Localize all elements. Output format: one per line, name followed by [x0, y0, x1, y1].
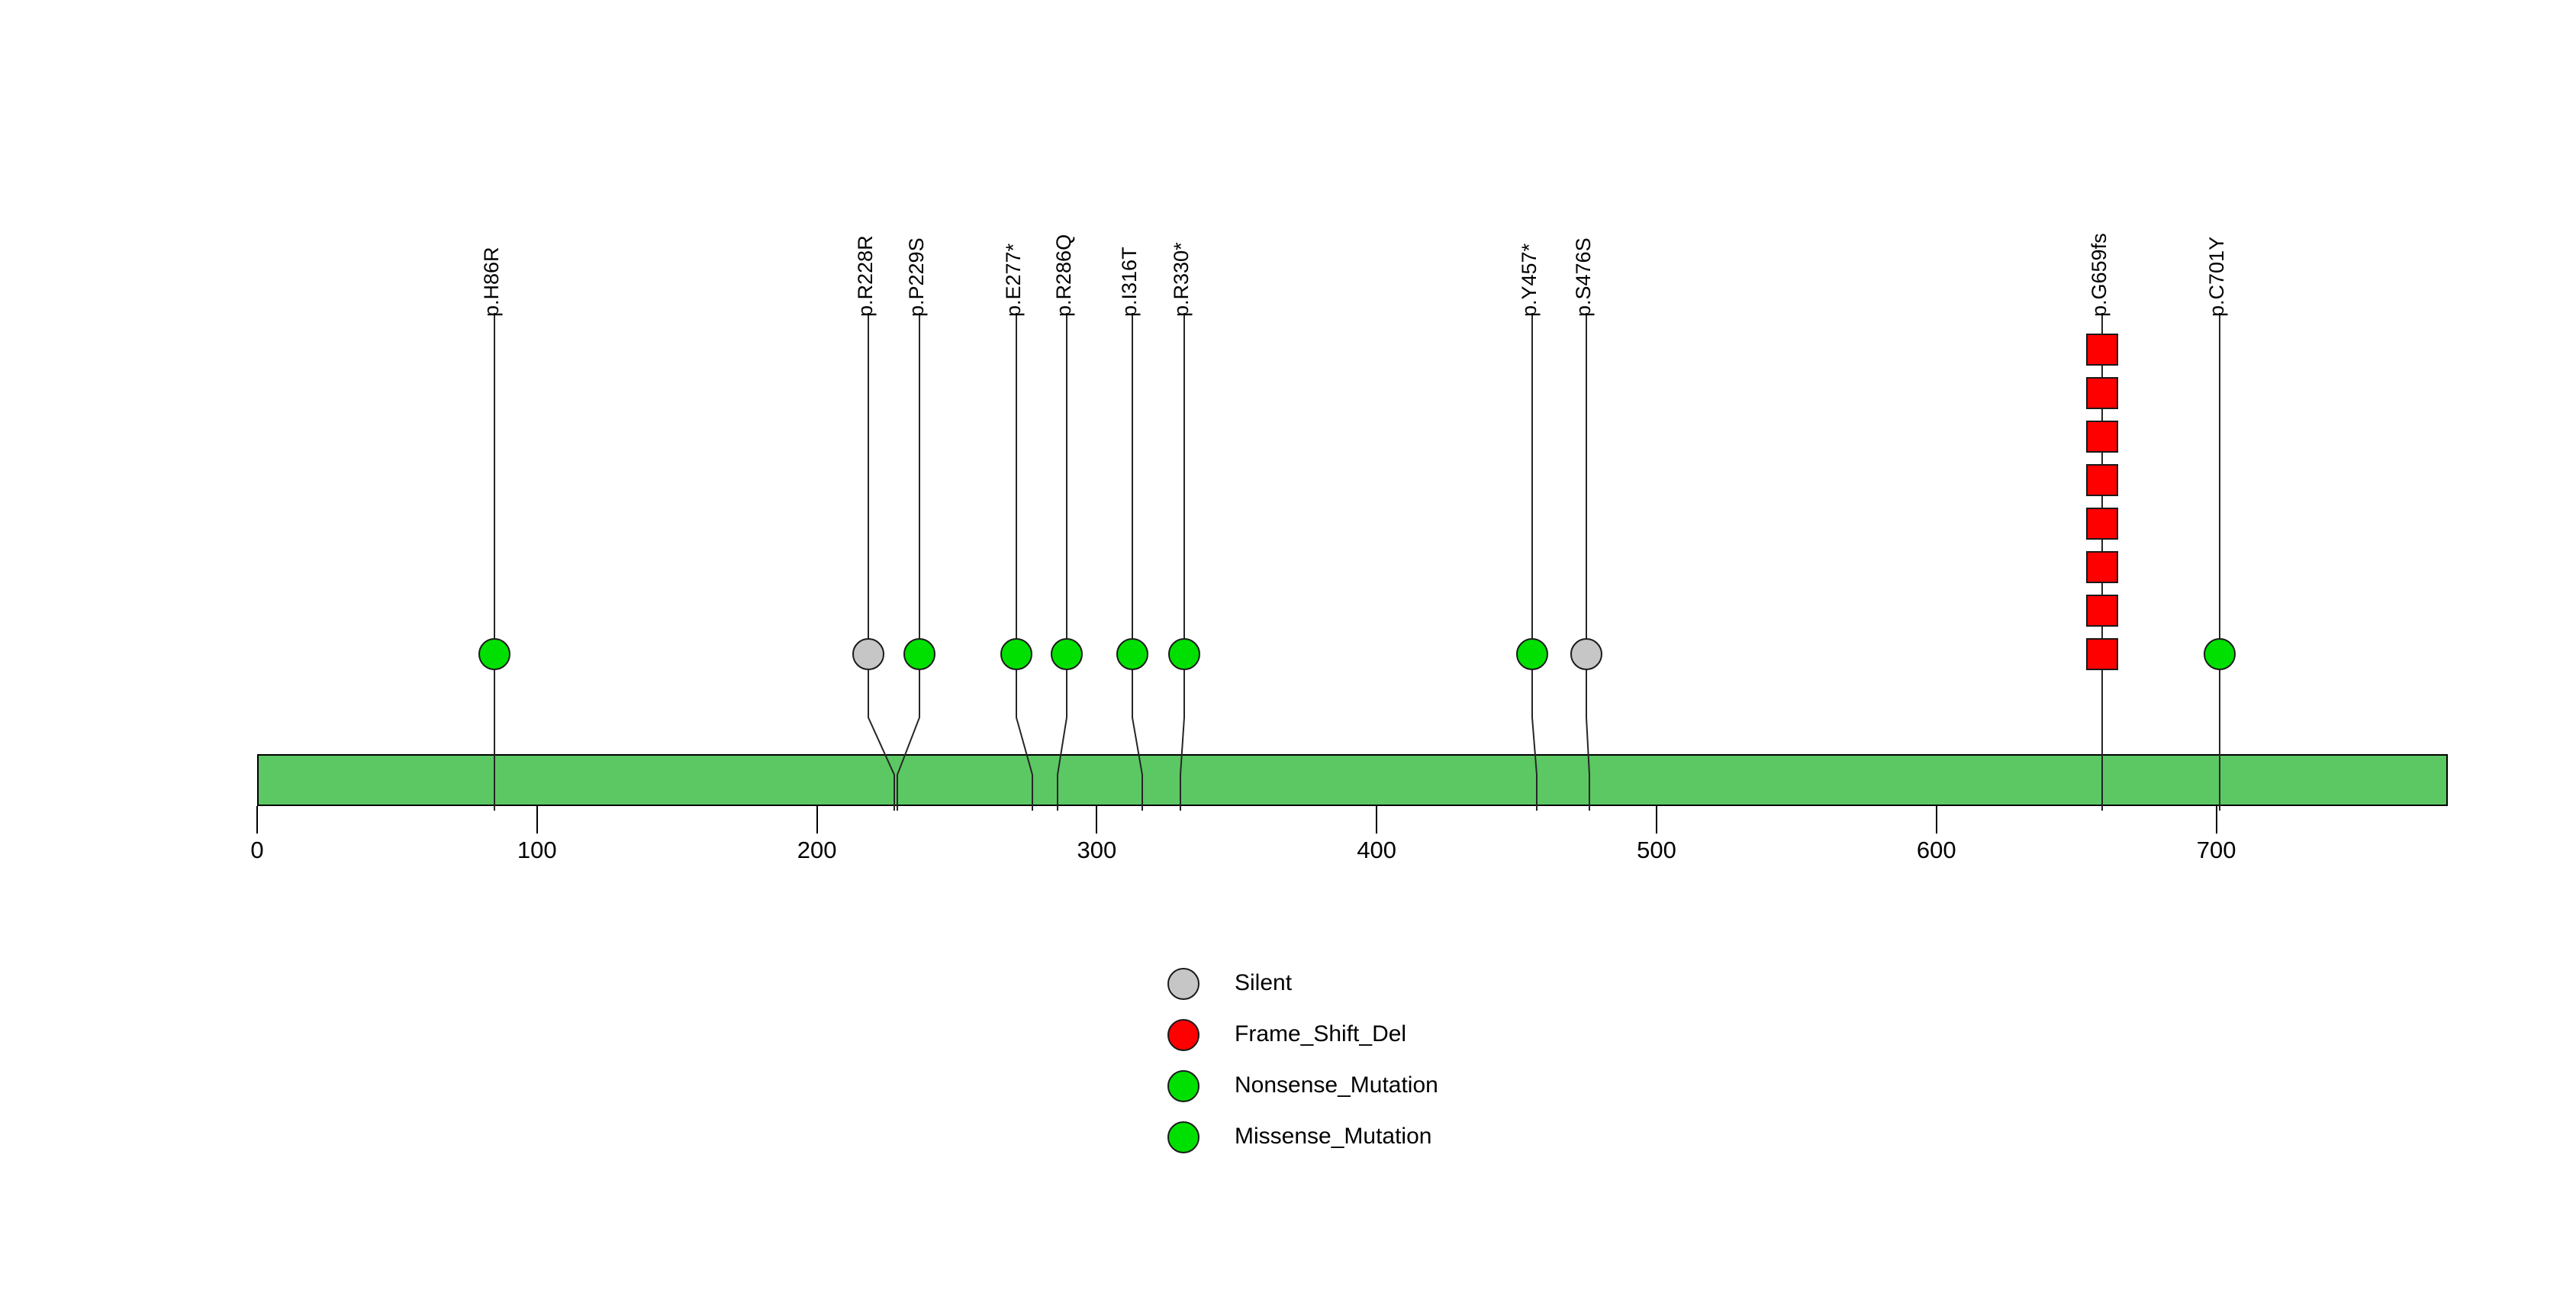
x-axis-tick-label: 300: [1077, 837, 1117, 863]
mutation-stem: [1132, 313, 1143, 811]
mutation-label: p.P229S: [905, 237, 928, 317]
mutation-head-circle[interactable]: [1516, 638, 1548, 670]
legend-item-label: Nonsense_Mutation: [1235, 1072, 1438, 1098]
protein-backbone-bar: [257, 754, 2448, 806]
x-axis-tick: [1935, 806, 1937, 834]
mutation-label: p.R286Q: [1052, 234, 1075, 317]
mutation-head-square[interactable]: [2086, 377, 2118, 409]
mutation-head-square[interactable]: [2086, 421, 2118, 453]
mutation-label: p.I316T: [1118, 247, 1141, 317]
mutation-label: p.R228R: [854, 235, 877, 317]
x-axis-tick-label: 100: [517, 837, 557, 863]
mutation-head-circle[interactable]: [903, 638, 935, 670]
mutation-label: p.E277*: [1002, 243, 1025, 317]
legend-swatch-icon: [1167, 1121, 1199, 1153]
legend-item-label: Frame_Shift_Del: [1235, 1021, 1407, 1047]
mutation-label: p.R330*: [1170, 242, 1193, 317]
mutation-stem: [1057, 313, 1067, 811]
x-axis-tick-label: 0: [250, 837, 264, 863]
mutation-stem: [897, 313, 920, 811]
mutation-head-square[interactable]: [2086, 638, 2118, 670]
mutation-head-circle[interactable]: [2204, 638, 2236, 670]
mutation-stem: [868, 313, 895, 811]
x-axis-tick-label: 700: [2196, 837, 2236, 863]
legend-swatch-icon: [1167, 968, 1199, 1000]
mutation-head-square[interactable]: [2086, 508, 2118, 540]
mutation-head-circle[interactable]: [852, 638, 884, 670]
x-axis-tick: [1656, 806, 1657, 834]
mutation-head-circle[interactable]: [1051, 638, 1083, 670]
legend-swatch-icon: [1167, 1070, 1199, 1102]
mutation-stem: [1016, 313, 1033, 811]
x-axis-tick: [1376, 806, 1378, 834]
x-axis-tick: [536, 806, 538, 834]
mutation-head-circle[interactable]: [1570, 638, 1602, 670]
legend-item-label: Silent: [1235, 970, 1293, 995]
legend-item-label: Missense_Mutation: [1235, 1124, 1432, 1149]
mutation-label: p.Y457*: [1518, 243, 1541, 317]
mutation-stem: [1586, 313, 1590, 811]
x-axis-tick-label: 200: [797, 837, 837, 863]
mutation-stem: [1531, 313, 1538, 811]
mutation-label: p.H86R: [480, 247, 503, 317]
mutation-label: p.S476S: [1572, 237, 1595, 317]
x-axis-tick: [1096, 806, 1098, 834]
mutation-head-circle[interactable]: [1000, 638, 1032, 670]
mutation-head-circle[interactable]: [1116, 638, 1148, 670]
mutation-stem: [1180, 313, 1185, 811]
x-axis-tick: [2215, 806, 2217, 834]
x-axis-tick-label: 600: [1916, 837, 1956, 863]
legend-swatch-icon: [1167, 1019, 1199, 1051]
mutation-label: p.C701Y: [2205, 236, 2228, 317]
mutation-head-square[interactable]: [2086, 595, 2118, 627]
mutation-head-circle[interactable]: [1168, 638, 1200, 670]
x-axis-tick-label: 400: [1357, 837, 1397, 863]
mutation-label: p.G659fs: [2088, 233, 2111, 317]
mutation-head-square[interactable]: [2086, 551, 2118, 583]
mutation-head-square[interactable]: [2086, 464, 2118, 496]
mutation-head-square[interactable]: [2086, 334, 2118, 366]
x-axis-tick-label: 500: [1637, 837, 1676, 863]
mutation-head-circle[interactable]: [478, 638, 510, 670]
x-axis-tick: [256, 806, 258, 834]
x-axis-tick: [816, 806, 818, 834]
